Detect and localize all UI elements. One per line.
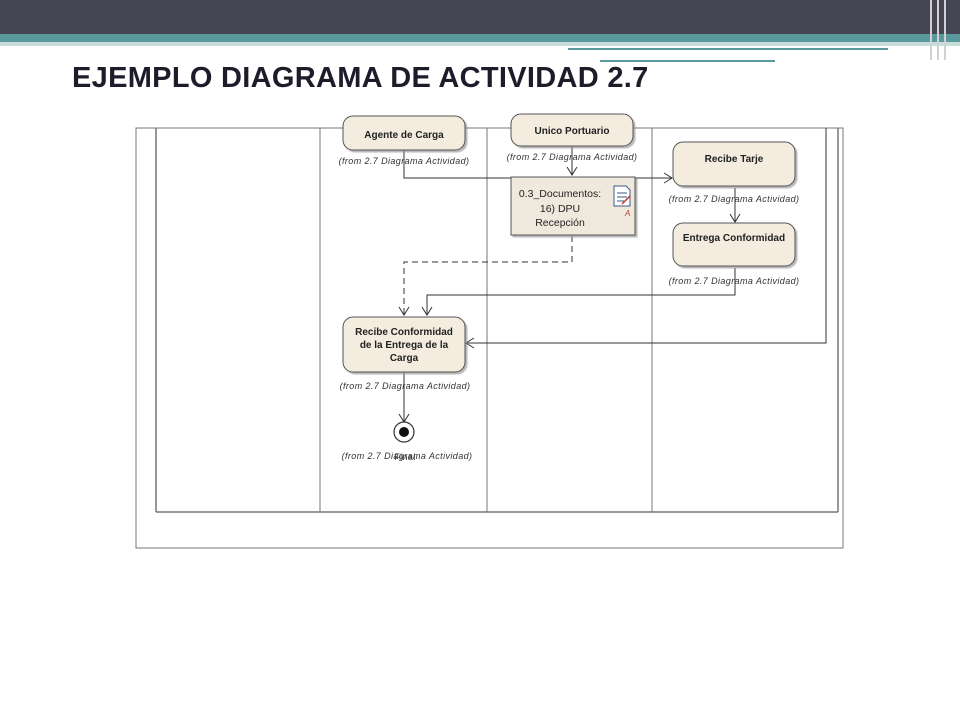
final-label: Final [394,452,416,462]
node-recibe-conformidad-line2: de la Entrega de la [360,340,449,351]
edge-documento-to-recibe-conformidad [398,236,573,316]
node-recibe-conformidad-line1: Recibe Conformidad [355,327,453,338]
header-decor-line [568,48,888,50]
header-bar [0,0,960,34]
slide-title: EJEMPLO DIAGRAMA DE ACTIVIDAD 2.7 [72,62,649,94]
node-documento-dpu: 0.3_Documentos: 16) DPU Recepción A [510,176,636,236]
node-documento-line2: 16) DPU [540,203,580,215]
node-unico-label: Unico Portuario [534,126,609,137]
from-label-unico: (from 2.7 Diagrama Actividad) [507,152,638,162]
from-label-recibe-conformidad: (from 2.7 Diagrama Actividad) [340,381,471,391]
diagram-frame [135,127,844,549]
node-agente-label: Agente de Carga [364,130,444,141]
document-icon [613,185,631,207]
header-decor-vline [944,0,946,60]
from-label-final: (from 2.7 Diagrama Actividad) [342,451,473,461]
node-documento-line3: Recepción [535,217,585,229]
document-icon-mark: A [624,209,630,218]
node-recibe-tarje-label: Recibe Tarje [705,154,764,165]
node-documento-line1: 0.3_Documentos: [519,188,601,200]
edge-external-to-recibe-conformidad [465,128,827,349]
from-label-recibe-tarje: (from 2.7 Diagrama Actividad) [669,194,800,204]
from-label-agente: (from 2.7 Diagrama Actividad) [339,156,470,166]
header-teal-band [0,34,960,42]
node-entrega-label: Entrega Conformidad [683,233,785,244]
final-node [393,421,415,443]
node-agente-de-carga: Agente de Carga [342,115,466,151]
header-decor-white [568,52,888,55]
from-labels: (from 2.7 Diagrama Actividad) (from 2.7 … [339,152,800,462]
from-label-entrega: (from 2.7 Diagrama Actividad) [669,276,800,286]
node-recibe-conformidad-line3: Carga [390,353,419,364]
header-teal-light-band [0,42,960,46]
node-unico-portuario: Unico Portuario [510,113,634,147]
header-decor-line-short [600,60,775,62]
node-recibe-conformidad: Recibe Conformidad de la Entrega de la C… [342,316,466,373]
edge-entrega-to-recibe-conformidad [421,268,736,316]
header-decor-vline [930,0,932,60]
header-decor-vline [937,0,939,60]
node-recibe-tarje: Recibe Tarje [672,141,796,187]
node-entrega-conformidad: Entrega Conformidad [672,222,796,267]
